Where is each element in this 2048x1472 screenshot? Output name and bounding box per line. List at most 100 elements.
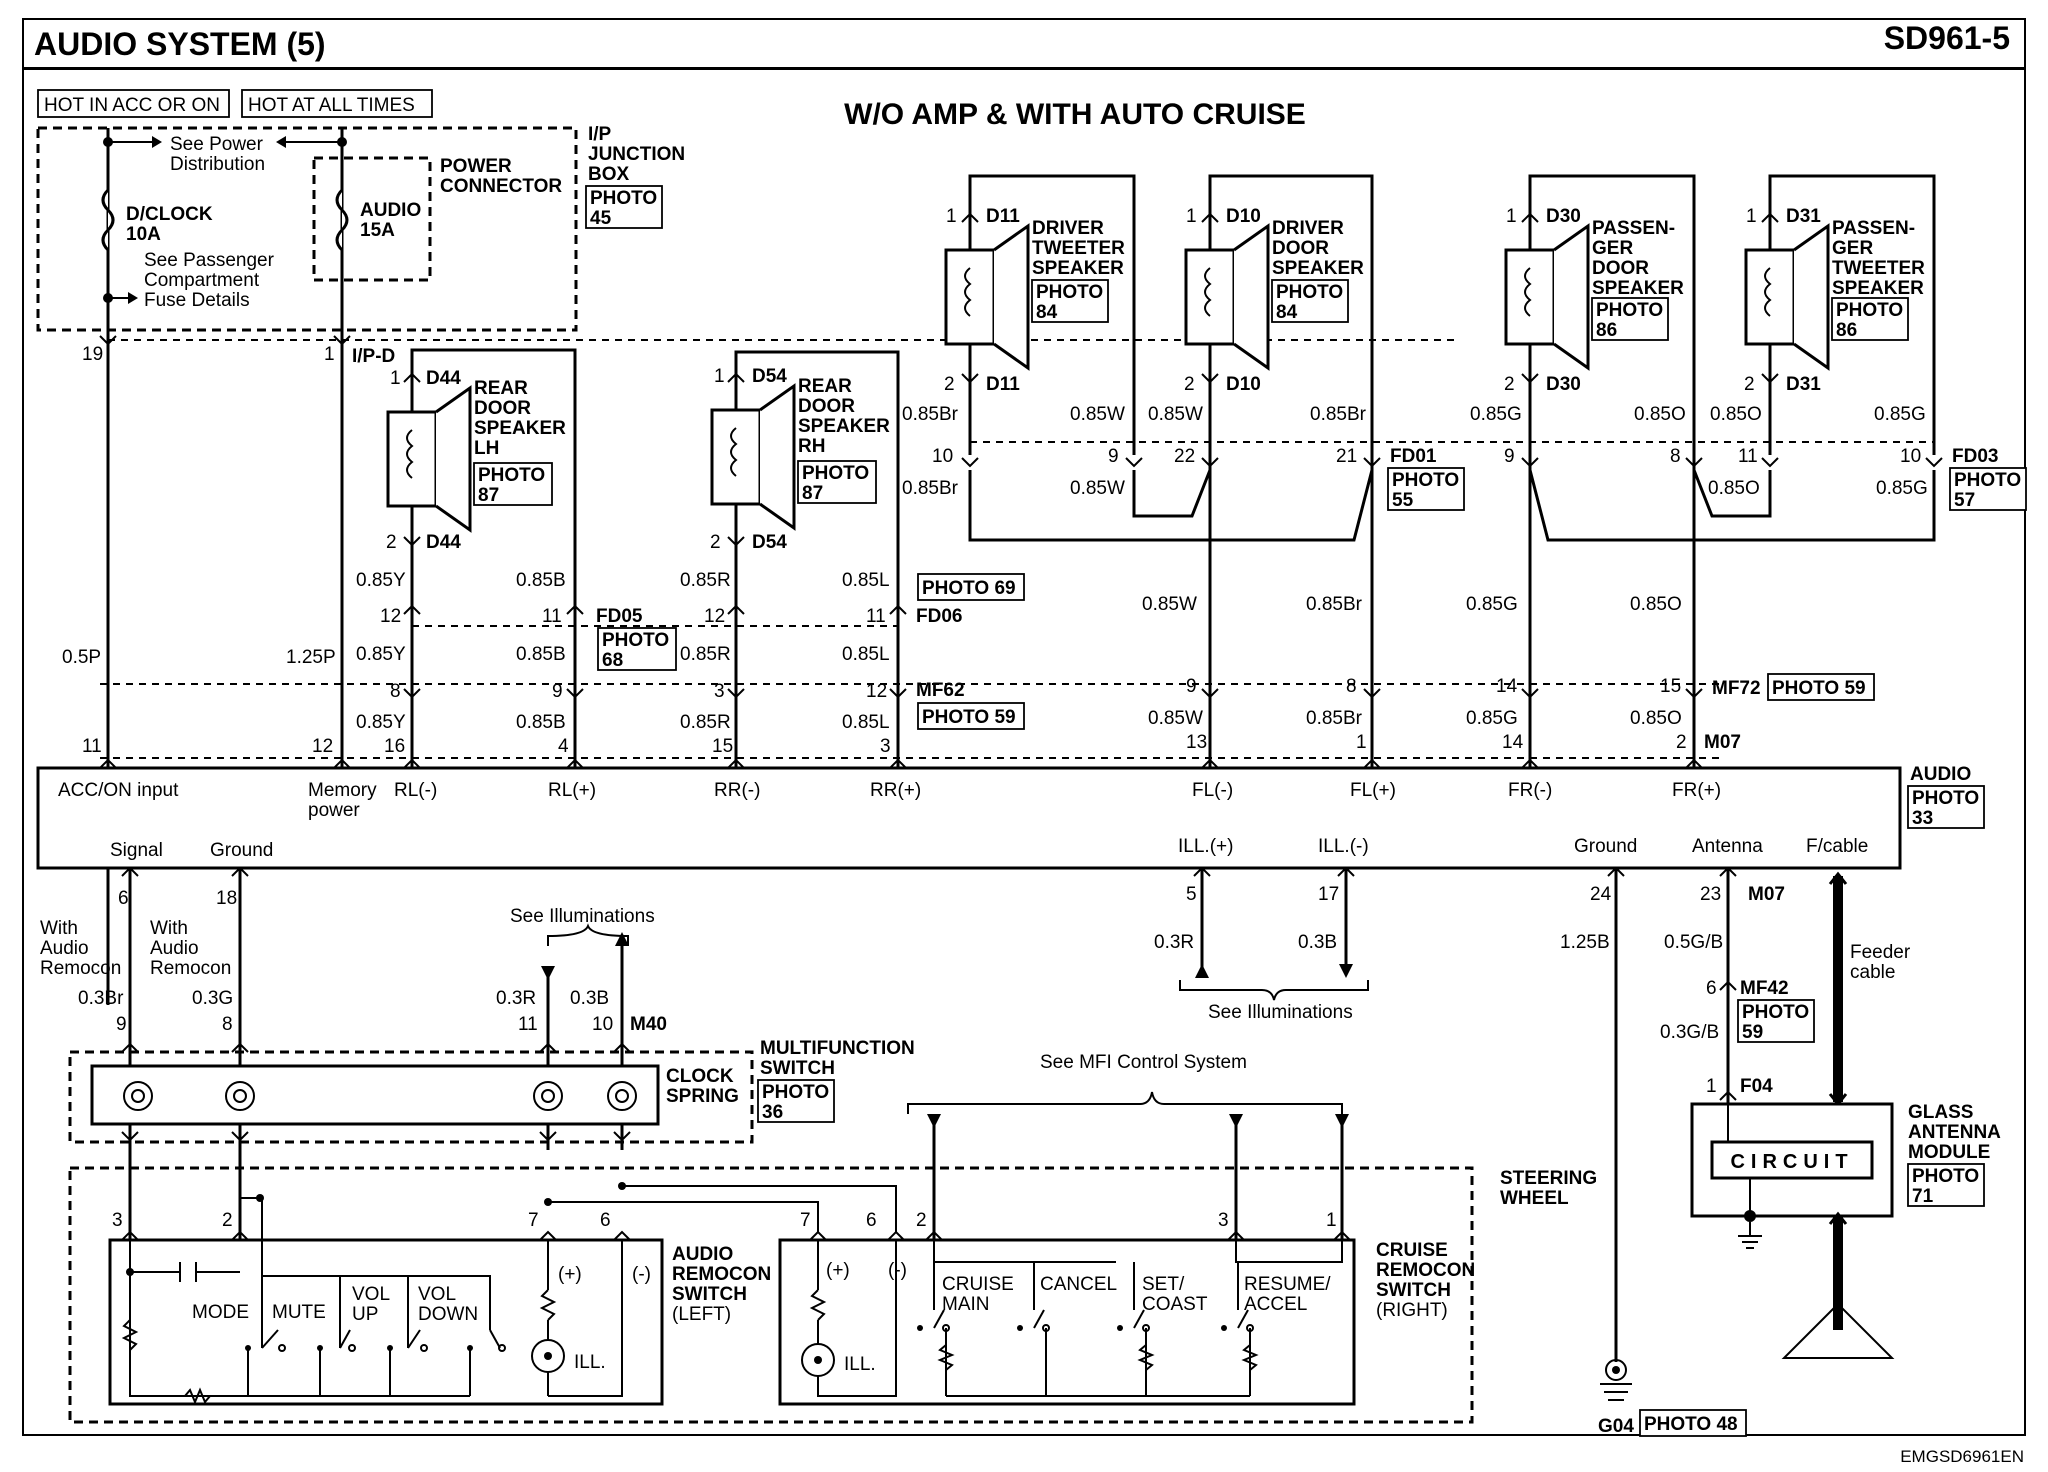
photo-box-84-dd <box>1271 279 1349 323</box>
photo-59-mf72 <box>1767 673 1875 701</box>
title-bar <box>22 18 2026 70</box>
svg-text:0.85W: 0.85W <box>1148 404 1203 425</box>
photo-box-87-rr <box>797 460 877 504</box>
circuit-box <box>1710 1140 1874 1180</box>
conn-fd03: FD03 <box>1952 446 1998 467</box>
svg-text:57: 57 <box>1954 490 1975 511</box>
power-connector-label-1: POWER <box>440 156 512 177</box>
svg-text:MUTE: MUTE <box>272 1302 326 1323</box>
conn-d11-top: D11 <box>986 206 1020 227</box>
svg-text:PHOTO: PHOTO <box>1836 300 1903 321</box>
svg-text:0.85B: 0.85B <box>516 570 566 591</box>
conn-mf72: MF72 <box>1712 678 1761 699</box>
svg-text:PHOTO: PHOTO <box>602 630 669 651</box>
rl-speaker-icon <box>386 410 438 508</box>
svg-text:0.85O: 0.85O <box>1708 478 1760 499</box>
svg-text:7: 7 <box>528 1210 539 1231</box>
svg-text:1: 1 <box>1506 206 1517 227</box>
svg-text:12: 12 <box>704 606 725 627</box>
svg-text:FR(+): FR(+) <box>1672 780 1721 801</box>
svg-text:SPRING: SPRING <box>666 1086 739 1107</box>
svg-text:0.85Y: 0.85Y <box>356 712 406 733</box>
ip-junction-label-3: BOX <box>588 164 630 185</box>
svg-text:84: 84 <box>1036 302 1058 323</box>
svg-text:Remocon: Remocon <box>150 958 231 979</box>
svg-text:10: 10 <box>932 446 953 467</box>
dclock-fuse <box>101 188 115 252</box>
svg-text:cable: cable <box>1850 962 1895 983</box>
photo-box-71 <box>1907 1163 1985 1207</box>
svg-text:PHOTO: PHOTO <box>1912 1166 1979 1187</box>
svg-text:DOOR: DOOR <box>1272 238 1329 259</box>
svg-text:0.3B: 0.3B <box>1298 932 1337 953</box>
conn-d54-bottom: D54 <box>752 532 787 553</box>
svg-text:AUDIO: AUDIO <box>672 1244 733 1265</box>
svg-text:F/cable: F/cable <box>1806 836 1868 857</box>
svg-text:TWEETER: TWEETER <box>1832 258 1925 279</box>
svg-text:2: 2 <box>222 1210 233 1231</box>
passenger-door-icon <box>1504 248 1556 346</box>
svg-text:3: 3 <box>880 736 891 757</box>
conn-f04: F04 <box>1740 1076 1773 1097</box>
svg-text:STEERING: STEERING <box>1500 1168 1597 1189</box>
svg-text:0.85Br: 0.85Br <box>1306 594 1363 615</box>
svg-text:RH: RH <box>798 436 825 457</box>
svg-text:87: 87 <box>802 483 823 504</box>
svg-text:FL(-): FL(-) <box>1192 780 1233 801</box>
svg-text:MULTIFUNCTION: MULTIFUNCTION <box>760 1038 915 1059</box>
svg-text:11: 11 <box>82 736 102 757</box>
svg-text:2: 2 <box>944 374 955 395</box>
svg-text:0.3R: 0.3R <box>1154 932 1194 953</box>
svg-text:Signal: Signal <box>110 840 163 861</box>
wire-05p: 0.5P <box>62 647 101 668</box>
power-connector-label-2: CONNECTOR <box>440 176 562 197</box>
svg-text:36: 36 <box>762 1102 783 1123</box>
hot-all-box <box>241 89 433 118</box>
rr-speaker-wires <box>734 350 900 768</box>
svg-text:45: 45 <box>590 208 612 229</box>
conn-g04: G04 <box>1598 1416 1634 1437</box>
svg-text:2: 2 <box>1504 374 1515 395</box>
svg-text:0.85Br: 0.85Br <box>902 404 959 425</box>
photo-box-55 <box>1387 467 1465 511</box>
svg-text:33: 33 <box>1912 808 1933 829</box>
svg-text:RL(+): RL(+) <box>548 780 596 801</box>
dclock-fuse-rating: 10A <box>126 224 161 245</box>
svg-text:8: 8 <box>1346 676 1357 697</box>
conn-d10-bottom: D10 <box>1226 374 1261 395</box>
svg-text:6: 6 <box>866 1210 877 1231</box>
svg-text:3: 3 <box>1218 1210 1229 1231</box>
svg-text:PHOTO: PHOTO <box>1392 470 1459 491</box>
conn-d31-bottom: D31 <box>1786 374 1821 395</box>
svg-text:3: 3 <box>112 1210 123 1231</box>
cruise-remocon-switch-right <box>778 1238 1356 1406</box>
see-illuminations-left: See Illuminations <box>510 906 655 927</box>
svg-text:0.85Br: 0.85Br <box>902 478 959 499</box>
svg-text:REMOCON: REMOCON <box>1376 1260 1475 1281</box>
svg-text:power: power <box>308 800 360 821</box>
audio-fuse <box>335 188 349 252</box>
svg-text:9: 9 <box>552 681 563 702</box>
conn-d10-top: D10 <box>1226 206 1261 227</box>
see-passenger-2: Compartment <box>144 270 260 291</box>
svg-text:CRUISE: CRUISE <box>942 1274 1014 1295</box>
svg-text:14: 14 <box>1496 676 1518 697</box>
svg-text:SPEAKER: SPEAKER <box>798 416 890 437</box>
svg-text:Audio: Audio <box>150 938 199 959</box>
svg-text:DOOR: DOOR <box>474 398 531 419</box>
svg-text:FR(-): FR(-) <box>1508 780 1552 801</box>
svg-text:With: With <box>150 918 188 939</box>
svg-text:ILL.: ILL. <box>574 1352 606 1373</box>
passenger-tweeter-icon <box>1744 248 1796 346</box>
svg-text:1: 1 <box>714 366 725 387</box>
rl-speaker-wires <box>410 348 577 768</box>
svg-text:10: 10 <box>592 1014 613 1035</box>
svg-text:ILL.(-): ILL.(-) <box>1318 836 1369 857</box>
svg-text:(-): (-) <box>632 1264 651 1285</box>
svg-text:0.85W: 0.85W <box>1070 404 1125 425</box>
svg-text:DRIVER: DRIVER <box>1032 218 1104 239</box>
svg-text:55: 55 <box>1392 490 1414 511</box>
svg-text:0.85R: 0.85R <box>680 712 731 733</box>
see-mfi-control: See MFI Control System <box>1040 1052 1247 1073</box>
svg-text:RR(+): RR(+) <box>870 780 921 801</box>
